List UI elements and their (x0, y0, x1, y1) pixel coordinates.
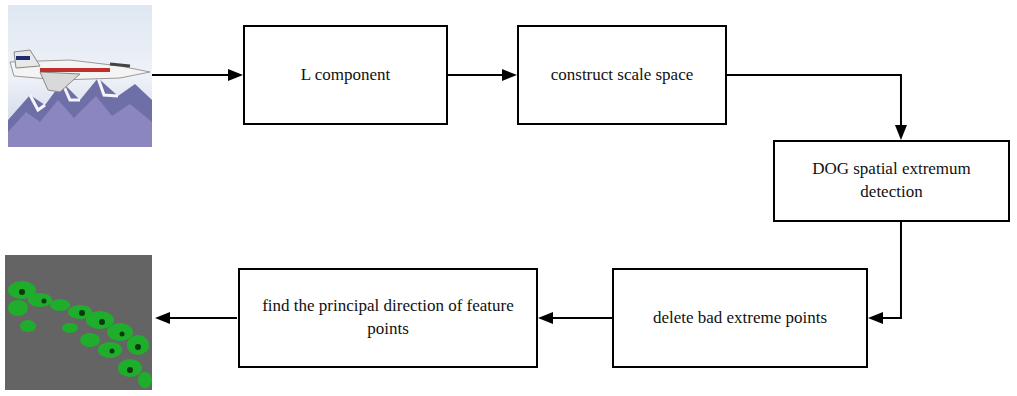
process-box: find the principal direction of feature … (238, 268, 538, 368)
flow-arrow (727, 75, 907, 140)
output-feature-map (5, 255, 152, 390)
box-label: find the principal direction of feature … (250, 295, 526, 341)
box-label: DOG spatial extremum detection (785, 158, 998, 204)
box-label: L component (301, 64, 391, 87)
flow-arrow (538, 312, 612, 324)
box-label: delete bad extreme points (653, 307, 827, 330)
flow-arrow (448, 69, 517, 81)
box-label: construct scale space (551, 64, 694, 87)
process-box: DOG spatial extremum detection (773, 140, 1010, 222)
process-box: construct scale space (517, 25, 727, 125)
input-photo (8, 5, 152, 147)
process-box: L component (243, 25, 448, 125)
io-arrows (152, 69, 243, 324)
process-box: delete bad extreme points (612, 268, 868, 368)
flow-arrow (868, 222, 901, 324)
